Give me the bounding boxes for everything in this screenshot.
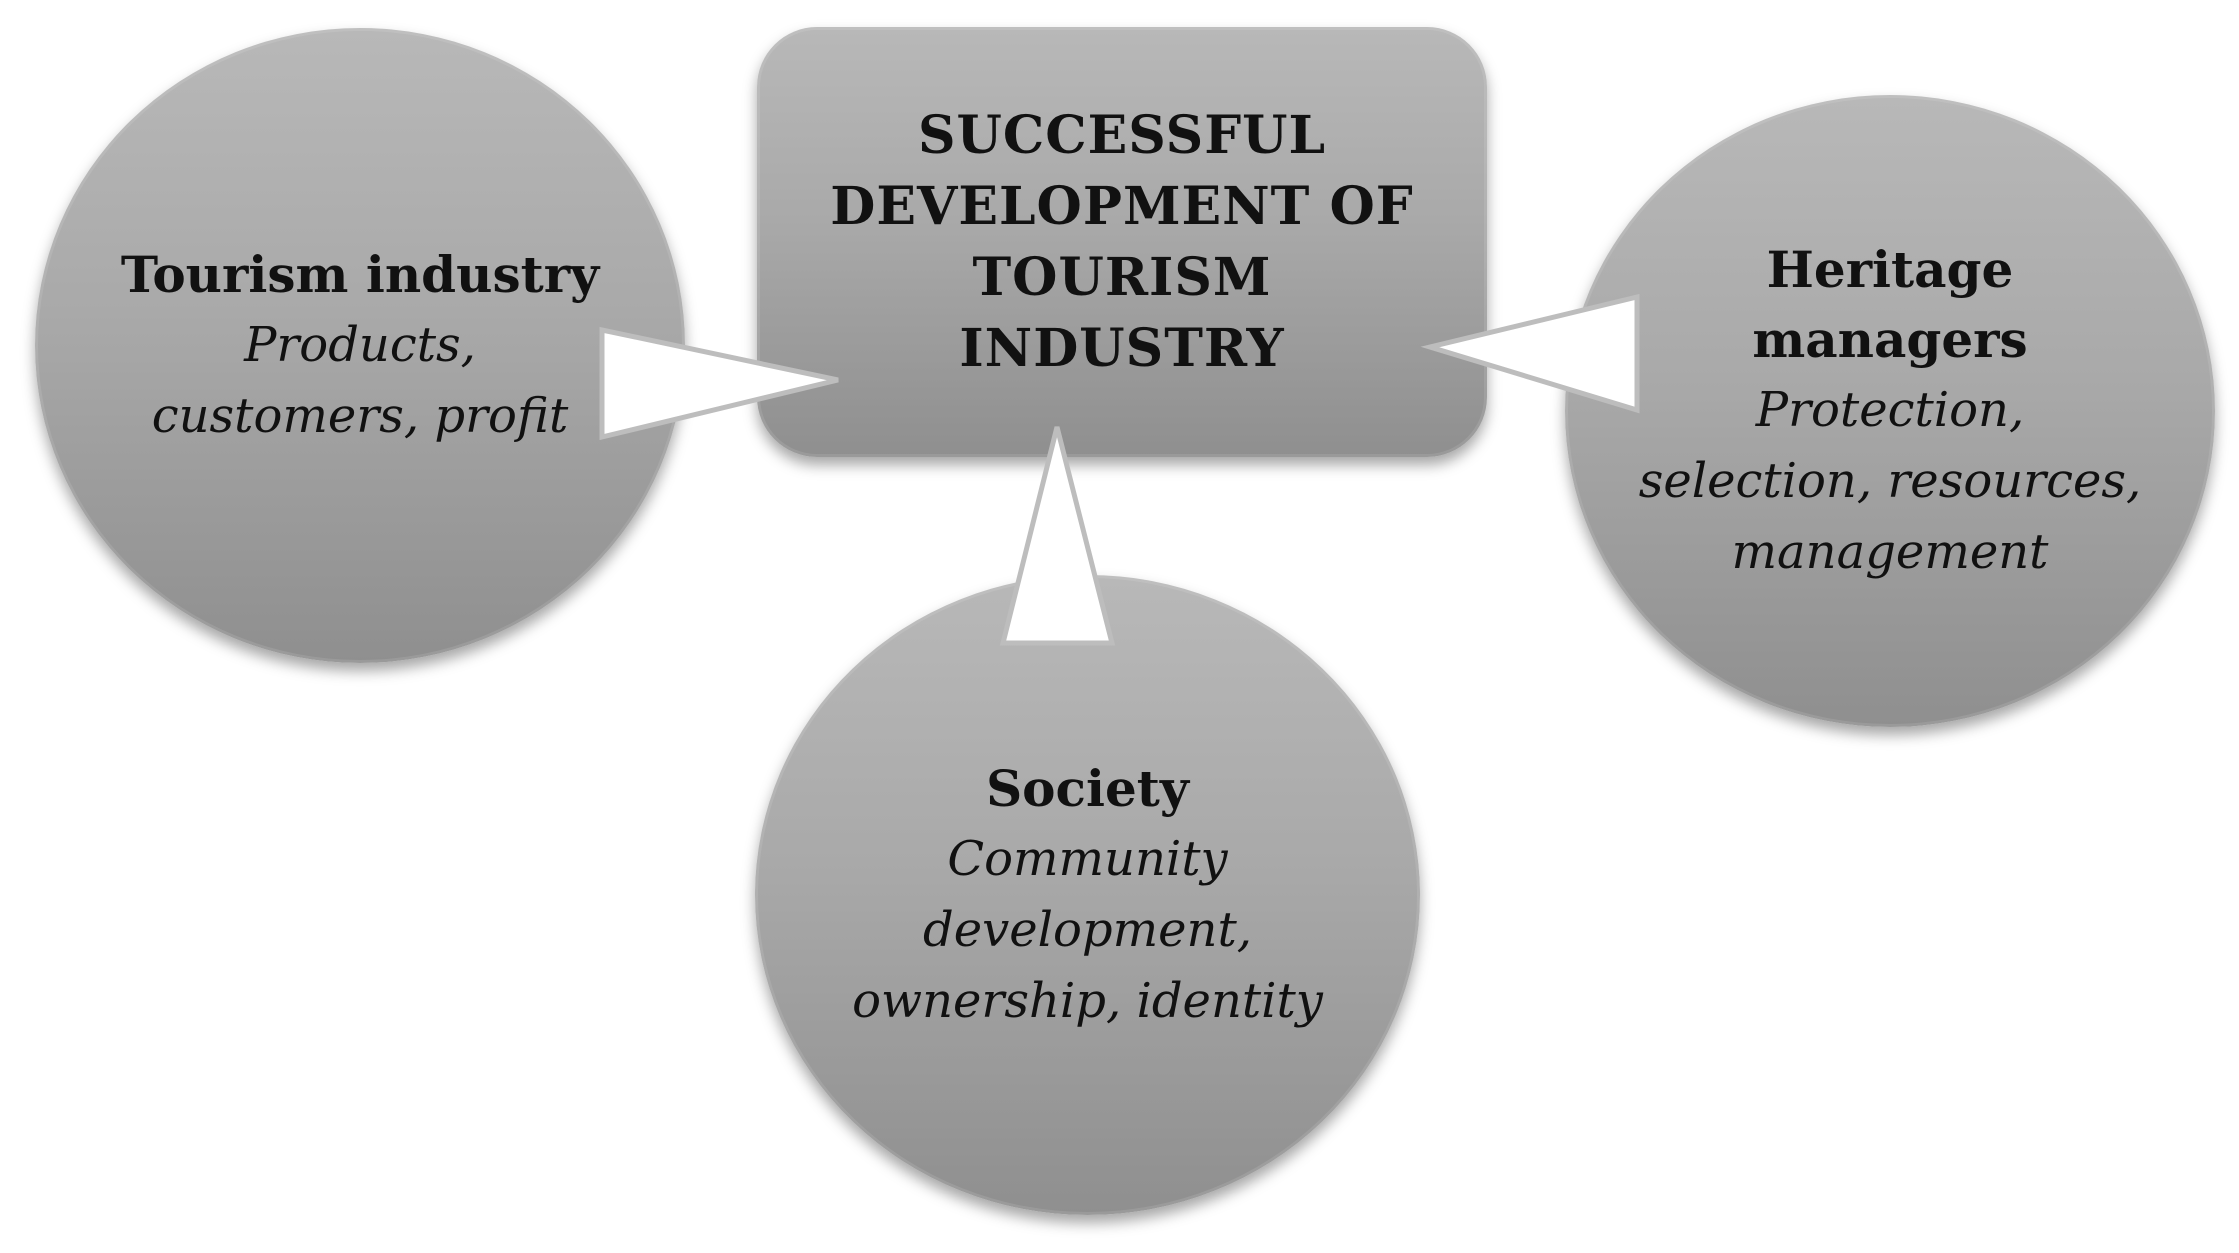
tourism-industry-desc: Products, customers, profit bbox=[151, 316, 569, 444]
heritage-managers-title: Heritage managers bbox=[1752, 239, 2028, 369]
society-node: Society Community development, ownership… bbox=[755, 575, 1420, 1215]
center-goal-box: SUCCESSFUL DEVELOPMENT OF TOURISM INDUST… bbox=[757, 27, 1487, 457]
tourism-industry-title: Tourism industry bbox=[120, 244, 600, 304]
society-title: Society bbox=[986, 758, 1189, 818]
heritage-managers-desc: Protection, selection, resources, manage… bbox=[1638, 381, 2142, 580]
center-goal-title: SUCCESSFUL DEVELOPMENT OF TOURISM INDUST… bbox=[830, 105, 1414, 379]
society-desc: Community development, ownership, identi… bbox=[852, 830, 1323, 1029]
heritage-managers-node: Heritage managers Protection, selection,… bbox=[1565, 95, 2215, 727]
tourism-industry-node: Tourism industry Products, customers, pr… bbox=[35, 28, 685, 663]
